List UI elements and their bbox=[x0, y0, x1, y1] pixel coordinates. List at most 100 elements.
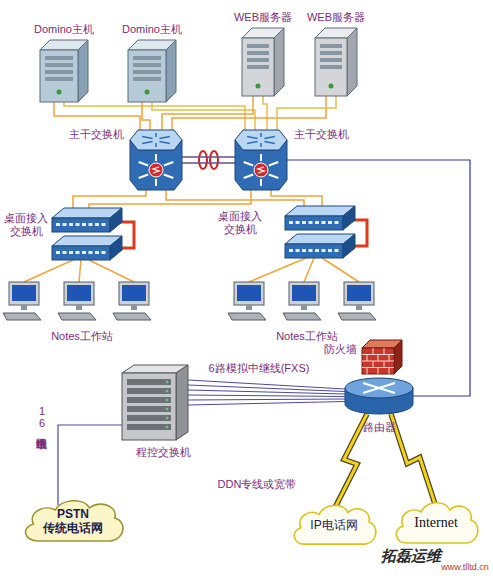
pcs-shape bbox=[301, 305, 307, 310]
device-label: Internet bbox=[390, 515, 482, 531]
web-shape bbox=[256, 84, 261, 89]
network-link bbox=[172, 96, 326, 130]
web-shape bbox=[247, 51, 269, 55]
device-label: 桌面接入 交换机 bbox=[0, 212, 52, 238]
connector-group bbox=[152, 102, 255, 130]
device-label: Domino主机 bbox=[112, 23, 192, 36]
core-shape bbox=[264, 142, 274, 144]
core-shape bbox=[260, 133, 262, 137]
workstation-group: Notes工作站 bbox=[2, 282, 162, 322]
network-link bbox=[277, 96, 336, 130]
core-icon bbox=[130, 130, 182, 190]
connector-group bbox=[334, 414, 367, 510]
server-node: WEB服务器 bbox=[242, 28, 284, 96]
watermark: 拓磊运维 bbox=[378, 547, 444, 564]
network-link bbox=[142, 102, 150, 130]
router-shape bbox=[345, 378, 413, 398]
access-shape bbox=[76, 251, 80, 254]
core-shape bbox=[247, 137, 257, 139]
web-shape bbox=[320, 51, 342, 55]
web-shape bbox=[320, 58, 342, 62]
pbx-shape bbox=[127, 415, 171, 421]
domino-shape bbox=[133, 56, 161, 60]
web-shape bbox=[320, 44, 342, 48]
web-shape bbox=[247, 58, 269, 62]
web-shape bbox=[329, 84, 334, 89]
access-shape bbox=[343, 206, 355, 230]
core-shape bbox=[244, 175, 254, 179]
access-shape bbox=[315, 221, 319, 224]
access-shape bbox=[52, 218, 110, 232]
core-shape bbox=[142, 137, 152, 139]
pcs-shape bbox=[119, 282, 149, 305]
access-shape bbox=[285, 216, 343, 230]
bolt-outline bbox=[391, 414, 436, 507]
domino-shape bbox=[45, 70, 73, 74]
domino-shape bbox=[145, 90, 150, 95]
core-shape bbox=[130, 130, 182, 150]
access-shape bbox=[110, 236, 122, 260]
connector-label: 6路模拟中继线(FXS) bbox=[200, 362, 318, 375]
access-shape bbox=[102, 251, 106, 254]
link-ring bbox=[199, 151, 207, 169]
router-node: 路由器 bbox=[345, 378, 413, 414]
switch-node: 桌面接入 交换机 bbox=[52, 208, 122, 263]
link-note: DDN专线或宽带 bbox=[212, 478, 302, 491]
network-link bbox=[24, 260, 134, 282]
connector-group bbox=[24, 260, 134, 282]
domino-shape bbox=[133, 63, 161, 67]
network-link bbox=[287, 160, 470, 396]
connector-group bbox=[162, 96, 253, 130]
firewall-shape bbox=[389, 368, 390, 375]
access-shape bbox=[302, 249, 306, 252]
core-shape bbox=[235, 130, 287, 150]
access-icon bbox=[285, 206, 355, 261]
firewall-shape bbox=[378, 355, 379, 362]
pcs-icon bbox=[227, 282, 387, 322]
domino-shape bbox=[40, 50, 78, 102]
pcs-shape bbox=[338, 313, 376, 320]
pcs-shape bbox=[356, 305, 362, 310]
network-cloud: PSTN 传统电话网 bbox=[18, 495, 128, 545]
core-shape bbox=[260, 154, 262, 161]
core-shape bbox=[269, 175, 279, 179]
access-shape bbox=[309, 221, 313, 224]
pcs-shape bbox=[122, 285, 146, 301]
server-node: Domino主机 bbox=[40, 40, 88, 102]
access-shape bbox=[95, 251, 99, 254]
access-shape bbox=[69, 251, 73, 254]
access-shape bbox=[102, 223, 106, 226]
network-link bbox=[152, 102, 255, 130]
access-shape bbox=[309, 249, 313, 252]
connector-group bbox=[172, 96, 326, 130]
domino-shape bbox=[57, 90, 62, 95]
device-label: 防火墙 bbox=[318, 343, 362, 356]
core-shape bbox=[159, 142, 169, 144]
web-icon bbox=[242, 28, 284, 96]
pcs-shape bbox=[292, 285, 316, 301]
pcs-shape bbox=[76, 305, 82, 310]
device-label: 路由器 bbox=[354, 421, 404, 434]
connector-group bbox=[287, 160, 470, 396]
network-cloud: IP电话网 bbox=[288, 500, 380, 548]
connector-group bbox=[391, 414, 436, 507]
access-shape bbox=[69, 223, 73, 226]
pcs-shape bbox=[347, 285, 371, 301]
access-shape bbox=[322, 221, 326, 224]
pcs-shape bbox=[234, 282, 264, 305]
connector-group bbox=[58, 425, 122, 505]
access-shape bbox=[82, 251, 86, 254]
device-label: 主干交换机 bbox=[289, 128, 353, 141]
pbx-shape bbox=[127, 406, 171, 412]
connector-label: 16路市话中继线 bbox=[36, 405, 48, 429]
core-shape bbox=[155, 154, 157, 161]
core-shape bbox=[254, 163, 268, 177]
device-label: 主干交换机 bbox=[64, 128, 128, 141]
device-label: 程控交换机 bbox=[128, 446, 198, 459]
switch-node: 主干交换机 bbox=[235, 130, 287, 190]
pbx-shape bbox=[127, 388, 171, 394]
connector-group bbox=[277, 96, 336, 130]
pcs-shape bbox=[246, 305, 252, 310]
pcs-shape bbox=[12, 285, 36, 301]
